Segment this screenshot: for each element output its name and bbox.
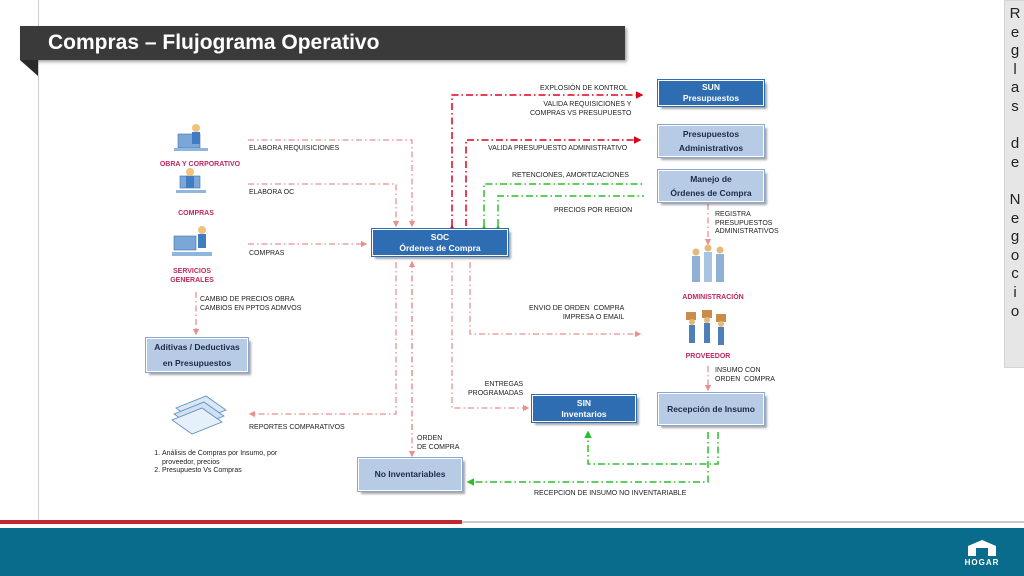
reglas-de-negocio-tab[interactable]: R e g l a s d e N e g o c i o [1004,0,1024,368]
footer-red-stripe [0,520,462,524]
sun-presupuestos-box[interactable]: SUN Presupuestos [657,79,765,107]
presupuestos-administrativos-box[interactable]: Presupuestos Administrativos [657,124,765,158]
label-valida-requisiciones: VALIDA REQUISICIONES Y COMPRAS VS PRESUP… [530,101,632,117]
sin-inventarios-box[interactable]: SIN Inventarios [531,394,637,423]
people-group-icon-administracion [692,244,724,282]
documents-stack-icon [171,395,227,435]
note-item: Análisis de Compras por Insumo, por prov… [162,450,312,467]
title-banner: Compras – Flujograma Operativo [20,26,625,60]
left-guide-line [38,0,39,522]
aditivas-deductivas-box[interactable]: Aditivas / Deductivas en Presupuestos [145,337,249,373]
flow-recepcion-sin [584,430,719,465]
footer-bar [0,528,1024,576]
flow-recepcion-no-inv [466,432,709,486]
label-valida-presupuesto: VALIDA PRESUPUESTO ADMINISTRATIVO [488,145,628,152]
label-elabora-requisiciones: ELABORA REQUISICIONES [249,145,340,152]
no-inventariables-box[interactable]: No Inventariables [357,457,463,492]
label-orden-de-compra: ORDEN DE COMPRA [417,435,460,451]
side-tab-label: R e g l a s d e N e g o c i o [1009,5,1021,320]
notes-list: Análisis de Compras por Insumo, por prov… [146,450,312,476]
hogar-logo: HOGAR [962,536,1002,570]
label-envio-orden-compra: ENVIO DE ORDEN COMPRA IMPRESA O EMAIL [529,305,625,321]
flow-elabora-oc [248,183,400,228]
actor-obra-y-corporativo: OBRA Y CORPORATIVO [159,161,241,168]
label-explosion-kontrol: EXPLOSIÓN DE KONTROL [540,85,628,92]
actor-proveedor: PROVEEDOR [685,353,731,360]
desk-person-icon-obra [174,124,208,151]
title-fold-shadow [20,60,38,76]
hogar-logo-icon [968,540,996,556]
actor-compras: COMPRAS [178,210,214,217]
hogar-logo-text: HOGAR [964,558,1000,567]
delivery-people-icon-proveedor [686,310,726,345]
recepcion-de-insumo-box[interactable]: Recepción de Insumo [657,392,765,426]
flow-envio-oc [469,262,642,338]
flow-retenciones [480,183,644,232]
desk-person-icon-compras [176,168,206,193]
footer-grey-stripe [462,521,1024,523]
label-recepcion-no-inventariable: RECEPCION DE INSUMO NO INVENTARIABLE [534,490,687,497]
label-registra-presupuestos: REGISTRA PRESUPUESTOS ADMINISTRATIVOS [715,211,779,235]
actor-servicios-generales: SERVICIOS GENERALES [170,268,214,284]
note-item: Presupuesto Vs Compras [162,467,312,476]
label-insumo-con-orden: INSUMO CON ORDEN COMPRA [715,367,775,383]
actor-administracion: ADMINISTRACIÓN [682,294,744,301]
label-reportes-comparativos: REPORTES COMPARATIVOS [249,424,345,431]
label-cambio-precios: CAMBIO DE PRECIOS OBRA CAMBIOS EN PPTOS … [200,296,302,312]
flow-precios-region [494,195,644,232]
flow-elabora-requisiciones [248,139,416,228]
label-retenciones: RETENCIONES, AMORTIZACIONES [512,172,629,179]
label-entregas-programadas: ENTREGAS PROGRAMADAS [468,381,524,397]
flow-explosion-kontrol [448,91,644,232]
label-precios-por-region: PRECIOS POR REGION [554,207,633,214]
flow-reportes [248,262,397,418]
label-compras: COMPRAS [249,250,285,257]
desk-person-icon-servicios [172,226,212,256]
manejo-ordenes-de-compra-box[interactable]: Manejo de Órdenes de Compra [657,169,765,203]
label-elabora-oc: ELABORA OC [249,189,295,196]
soc-ordenes-de-compra-box[interactable]: SOC Órdenes de Compra [371,228,509,257]
page-title: Compras – Flujograma Operativo [48,31,380,54]
